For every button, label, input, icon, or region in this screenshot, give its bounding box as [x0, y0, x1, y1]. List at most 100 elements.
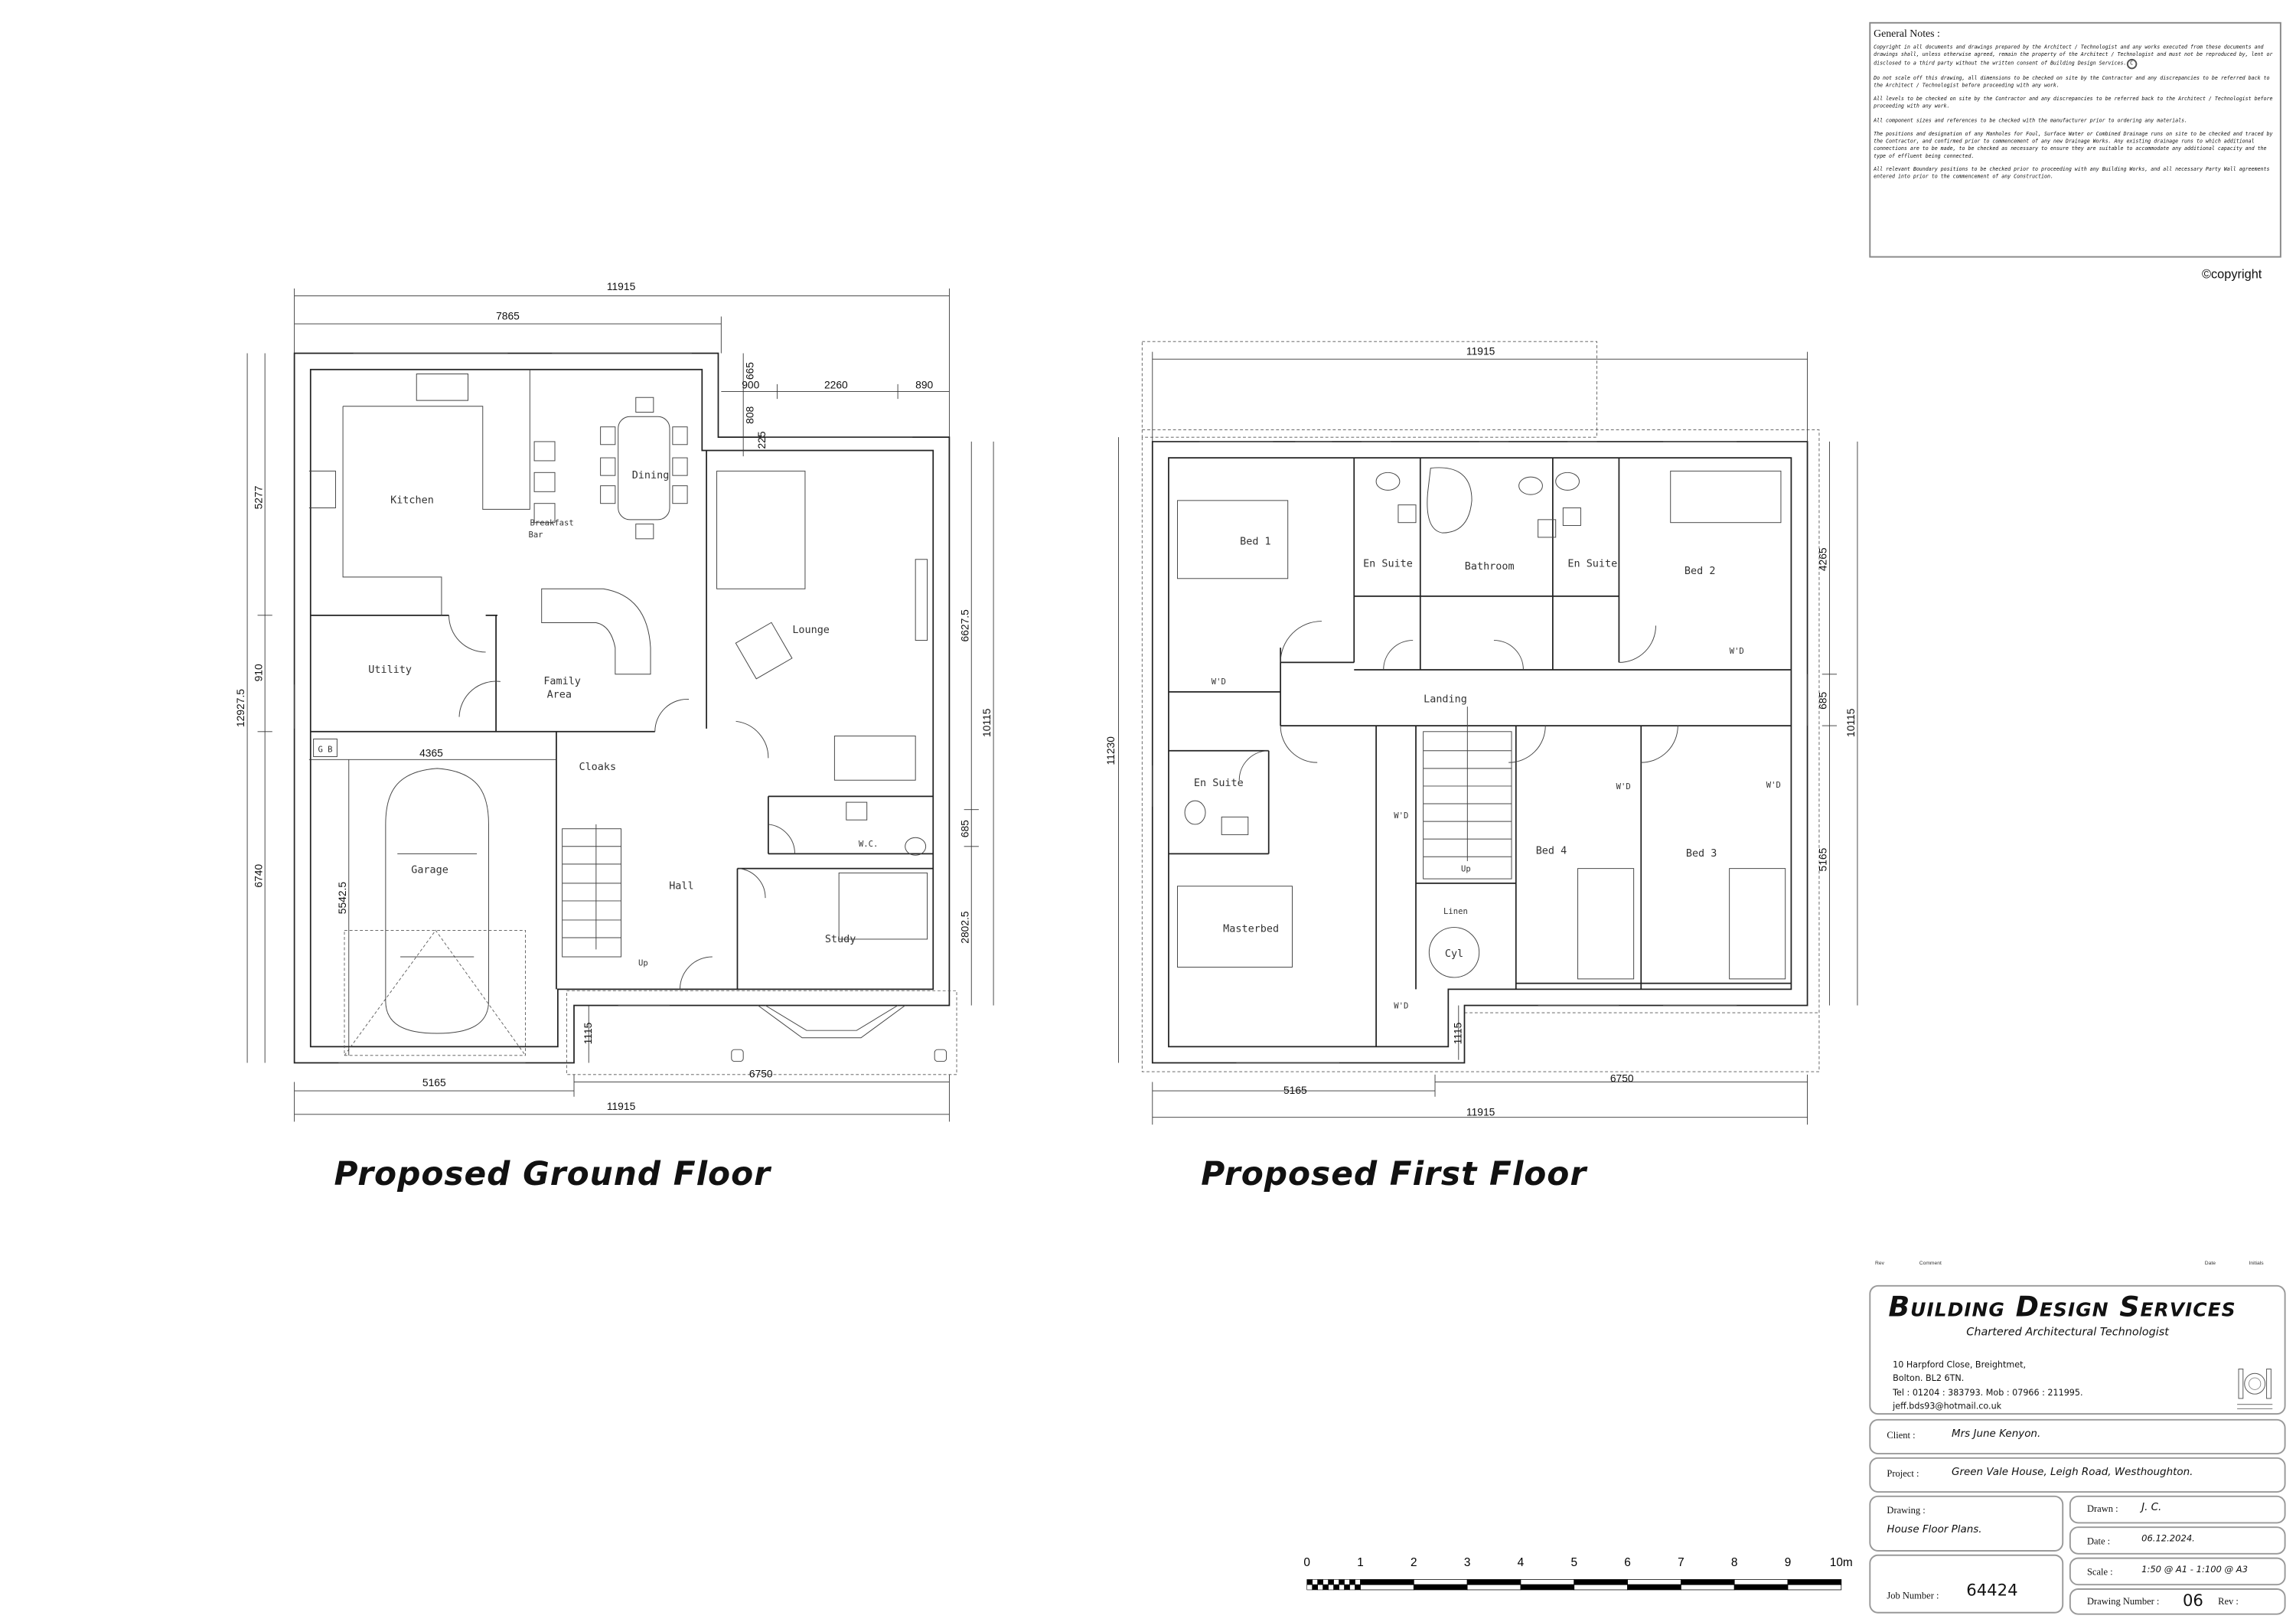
- ff-doors: [1238, 621, 1678, 781]
- scale-bar-segment: [1333, 1579, 1339, 1585]
- dim-gf-808: 808: [744, 406, 756, 423]
- room-label-breakfast-bar-2: Bar: [528, 530, 543, 540]
- room-label-en-suite-2: En Suite: [1567, 558, 1617, 569]
- copyright-symbol-icon: C: [2126, 59, 2137, 70]
- scale-bar-label: 10m: [1830, 1556, 1853, 1569]
- scale-bar-segment: [1328, 1579, 1334, 1585]
- scale-bar-segment: [1317, 1579, 1323, 1585]
- dim-gf-kitchen-width: 7865: [496, 309, 520, 321]
- dim-gf-overall-top: 11915: [607, 280, 636, 292]
- dim-gf-left-total: 12927.5: [234, 689, 246, 727]
- dining-table: [618, 416, 670, 521]
- stair-up-label: Up: [638, 959, 648, 968]
- room-label-landing: Landing: [1424, 694, 1467, 705]
- room-label-bed-3: Bed 3: [1686, 848, 1717, 860]
- lounge-sofa-2: [833, 736, 916, 781]
- scale-bar-segment: [1520, 1584, 1575, 1591]
- gf-doors: [448, 615, 795, 990]
- dim-gf-910: 910: [252, 664, 264, 681]
- dim-gf-bottom-6750: 6750: [749, 1068, 773, 1080]
- drawing-number-field: Drawing Number : 06 Rev :: [2069, 1588, 2286, 1615]
- scale-bar-segment: [1680, 1584, 1735, 1591]
- dim-gf-6740: 6740: [252, 864, 264, 888]
- scale-bar-segment: [1413, 1584, 1468, 1591]
- dim-ff-overall-top: 11915: [1466, 344, 1495, 357]
- scale-bar-label: 2: [1411, 1556, 1417, 1569]
- company-subtitle: Chartered Architectural Technologist: [1966, 1324, 2169, 1339]
- garage-door-swing: [344, 929, 526, 1056]
- drawing-label: Drawing :: [1887, 1506, 1926, 1516]
- dim-gf-685: 685: [958, 820, 970, 837]
- date-field: Date : 06.12.2024.: [2069, 1526, 2286, 1555]
- project-field: Project : Green Vale House, Leigh Road, …: [1869, 1457, 2286, 1493]
- dining-chairs: [533, 397, 688, 540]
- gf-inner-wall: [309, 368, 934, 1048]
- room-label-bathroom: Bathroom: [1465, 561, 1515, 573]
- dim-gf-bottom-total: 11915: [607, 1100, 636, 1112]
- drawn-field: Drawn : J. C.: [2069, 1495, 2286, 1524]
- scale-bar-segment: [1355, 1579, 1361, 1585]
- room-label-wardrobe-3: W'D: [1394, 811, 1408, 821]
- client-field: Client : Mrs June Kenyon.: [1869, 1418, 2286, 1455]
- room-label-wc: W.C.: [859, 840, 878, 849]
- company-block: Building Design Services Chartered Archi…: [1869, 1284, 2286, 1415]
- drawing-number-label: Drawing Number :: [2086, 1597, 2160, 1608]
- lounge-sofa: [716, 470, 806, 589]
- scale-bar-label: 3: [1464, 1556, 1471, 1569]
- gf-staircase: [562, 824, 622, 958]
- note-drainage: The positions and designation of any Man…: [1874, 130, 2273, 159]
- first-floor-plan: Bed 1 En Suite Bathroom En Suite Bed 2 W…: [1104, 341, 1858, 1125]
- ff-staircase: [1423, 707, 1512, 880]
- dim-ff-4265: 4265: [1817, 547, 1829, 571]
- dim-gf-890: 890: [915, 379, 933, 391]
- scale-bar-label: 9: [1785, 1556, 1792, 1569]
- scale-bar-segment: [1328, 1584, 1334, 1591]
- drawing-field: Drawing : House Floor Plans.: [1869, 1495, 2064, 1552]
- drawn-label: Drawn :: [2086, 1504, 2118, 1515]
- room-label-wardrobe-5: W'D: [1616, 782, 1631, 791]
- room-label-masterbed: Masterbed: [1223, 923, 1279, 935]
- scale-bar-segment: [1349, 1579, 1355, 1585]
- room-label-en-suite-1: En Suite: [1363, 558, 1413, 569]
- scale-bar-segment: [1339, 1584, 1345, 1591]
- wc-toilet: [905, 837, 927, 856]
- manhole-icon: [731, 1049, 744, 1062]
- phone-line: Tel : 01204 : 383793. Mob : 07966 : 2119…: [1893, 1389, 2083, 1398]
- scale-value: 1:50 @ A1 - 1:100 @ A3: [2141, 1565, 2248, 1575]
- dim-ff-1115: 1115: [1452, 1022, 1464, 1044]
- scale-bar-segment: [1306, 1584, 1313, 1591]
- room-label-dining: Dining: [632, 470, 670, 481]
- garage-door-lines: [344, 929, 526, 1056]
- scale-bar-segment: [1520, 1579, 1575, 1585]
- study-desk: [838, 872, 928, 940]
- dim-gf-6627: 6627.5: [958, 609, 970, 642]
- scale-bar-segment: [1360, 1584, 1414, 1591]
- bay-window: [758, 1005, 905, 1039]
- scale-bar-segment: [1344, 1584, 1350, 1591]
- room-label-en-suite-3: En Suite: [1194, 778, 1244, 789]
- dim-gf-1115: 1115: [582, 1022, 594, 1044]
- dim-ff-right-total: 10115: [1844, 708, 1857, 737]
- dim-ff-bottom-5165: 5165: [1283, 1084, 1307, 1096]
- address-line: Bolton. BL2 6TN.: [1893, 1375, 1965, 1385]
- car-icon: [385, 768, 489, 1034]
- room-label-bed-2: Bed 2: [1684, 566, 1716, 577]
- room-label-kitchen: Kitchen: [390, 495, 434, 507]
- dim-gf-right-total: 10115: [980, 708, 993, 737]
- job-number-value: 64424: [1966, 1581, 2018, 1601]
- room-label-gb: G B: [318, 746, 332, 755]
- kitchen-units: [308, 369, 530, 615]
- initials-header: Initials: [2249, 1260, 2264, 1266]
- rev-header: Rev: [1875, 1260, 1885, 1266]
- dim-gf-garage-depth: 5542.5: [336, 882, 348, 915]
- room-label-cylinder: Cyl: [1445, 948, 1463, 960]
- date-header: Date: [2204, 1260, 2216, 1266]
- address-line: 10 Harpford Close, Breightmet,: [1893, 1361, 2027, 1371]
- note-boundary: All relevant Boundary positions to be ch…: [1874, 166, 2270, 180]
- scale-bar-segment: [1413, 1579, 1468, 1585]
- scale-bar-segment: [1333, 1584, 1339, 1591]
- scale-bar-segment: [1574, 1579, 1628, 1585]
- dim-ff-bottom-6750: 6750: [1610, 1072, 1634, 1084]
